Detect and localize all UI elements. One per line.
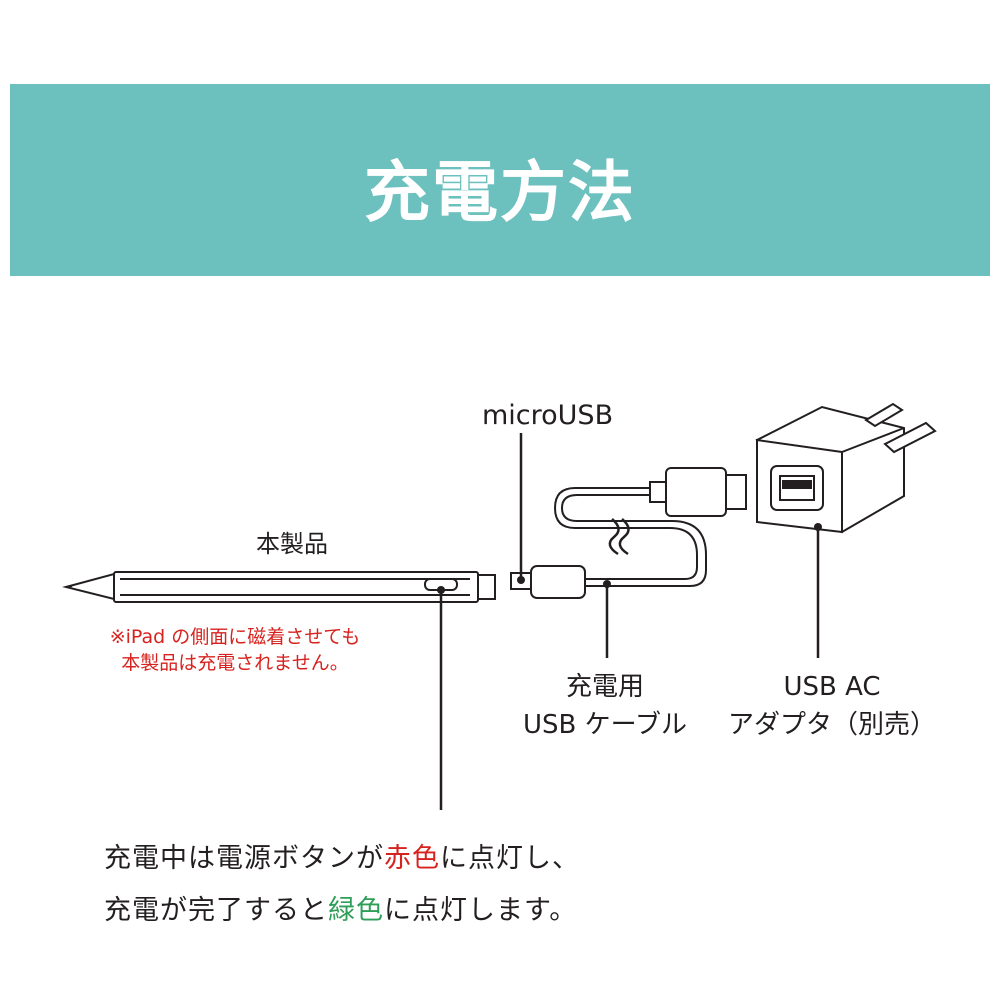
cable-label: 充電用 USB ケーブル [480, 668, 730, 744]
magnet-note-line1: ※iPad の側面に磁着させても [109, 626, 361, 648]
cable-label-line2: USB ケーブル [522, 710, 688, 740]
header-banner: 充電方法 [10, 84, 990, 276]
power-button-icon [424, 578, 458, 594]
desc-line2-start: 充電が完了すると [104, 895, 328, 926]
charging-description-line1: 充電中は電源ボタンが赤色に点灯し、 [104, 836, 580, 875]
adapter-label: USB AC アダプタ（別売） [718, 668, 946, 744]
micro-usb-label: microUSB [482, 400, 614, 431]
charging-description-line2: 充電が完了すると緑色に点灯します。 [104, 888, 577, 927]
usb-cable-icon [510, 467, 747, 599]
adapter-label-line1: USB AC [783, 672, 881, 702]
desc-line2-end: に点灯します。 [384, 895, 578, 926]
product-label: 本製品 [256, 530, 328, 558]
page-title: 充電方法 [364, 154, 636, 231]
adapter-label-line2: アダプタ（別売） [727, 710, 936, 740]
desc-line1-start: 充電中は電源ボタンが [104, 843, 384, 874]
stylus-pen-icon [62, 571, 496, 603]
desc-green-word: 緑色 [328, 895, 384, 926]
desc-red-word: 赤色 [384, 843, 440, 874]
magnet-note: ※iPad の側面に磁着させても 本製品は充電されません。 [70, 624, 400, 676]
desc-line1-end: に点灯し、 [440, 843, 580, 874]
usb-ac-adapter-icon [755, 402, 937, 534]
magnet-note-line2: 本製品は充電されません。 [121, 652, 349, 674]
cable-label-line1: 充電用 [565, 672, 644, 702]
